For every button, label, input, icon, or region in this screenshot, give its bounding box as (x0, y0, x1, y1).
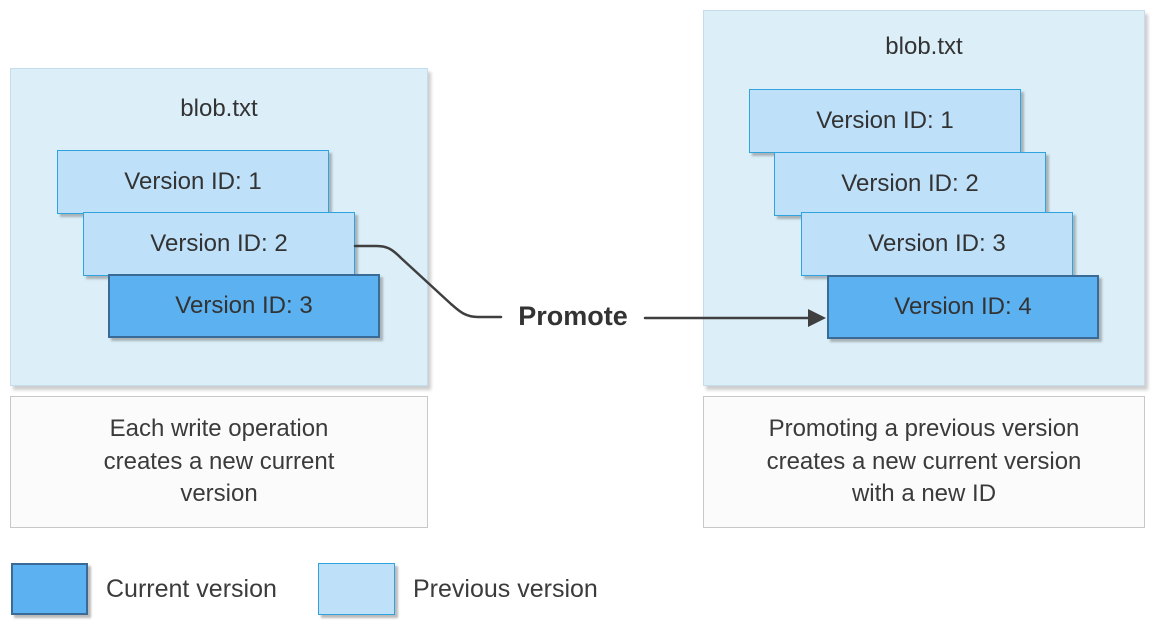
promote-label: Promote (518, 301, 628, 331)
left-blob-panel: blob.txt Version ID: 1 Version ID: 2 Ver… (10, 68, 428, 386)
left-version-card-2: Version ID: 2 (83, 212, 355, 276)
legend-item-current: Current version (11, 563, 277, 615)
left-version-card-1-label: Version ID: 1 (124, 168, 262, 195)
legend-item-previous: Previous version (318, 563, 598, 615)
left-caption-text: Each write operation creates a new curre… (103, 415, 335, 508)
right-version-card-4-label: Version ID: 4 (894, 293, 1032, 320)
right-blob-panel: blob.txt Version ID: 1 Version ID: 2 Ver… (703, 10, 1145, 386)
right-version-card-1: Version ID: 1 (749, 89, 1021, 153)
left-version-card-2-label: Version ID: 2 (150, 230, 288, 257)
previous-version-label: Previous version (413, 574, 598, 603)
right-version-card-3: Version ID: 3 (801, 212, 1073, 276)
right-version-card-2: Version ID: 2 (774, 152, 1046, 216)
current-version-label: Current version (106, 574, 277, 603)
left-version-card-1: Version ID: 1 (57, 150, 329, 214)
right-blob-filename: blob.txt (885, 33, 963, 60)
right-caption-text: Promoting a previous version creates a n… (766, 415, 1082, 508)
right-version-card-1-label: Version ID: 1 (816, 107, 954, 134)
left-caption-box: Each write operation creates a new curre… (10, 396, 428, 528)
previous-version-swatch (318, 563, 395, 615)
right-version-card-3-label: Version ID: 3 (868, 230, 1006, 257)
right-version-card-4-current: Version ID: 4 (827, 275, 1099, 339)
right-version-card-2-label: Version ID: 2 (841, 170, 979, 197)
left-blob-filename: blob.txt (180, 95, 258, 122)
current-version-swatch (11, 563, 88, 615)
left-version-card-3-current: Version ID: 3 (108, 274, 380, 338)
right-caption-box: Promoting a previous version creates a n… (703, 396, 1145, 528)
left-version-card-3-label: Version ID: 3 (175, 292, 313, 319)
